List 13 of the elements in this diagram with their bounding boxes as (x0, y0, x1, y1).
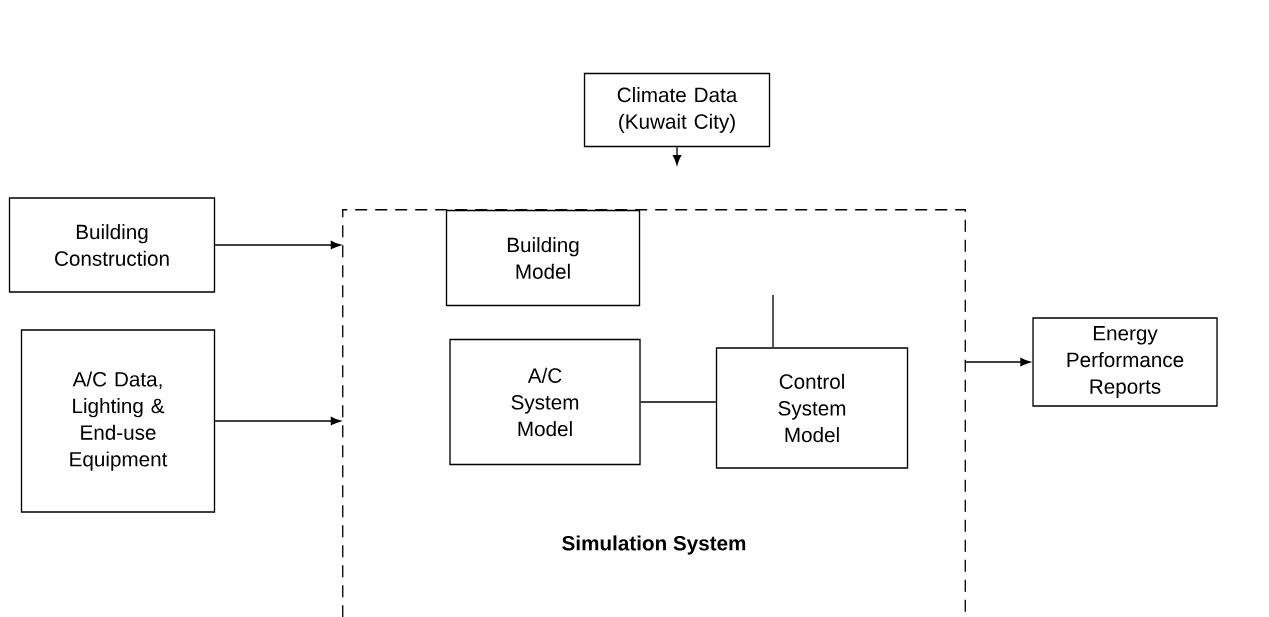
model-box: A/C System Model (449, 338, 641, 466)
model-box: Control System Model (715, 347, 909, 469)
model-box: Building Model (445, 209, 641, 307)
arrow (214, 416, 341, 426)
connector-line (640, 401, 717, 403)
arrow (214, 240, 341, 250)
input-box: Building Construction (8, 197, 216, 293)
arrow (964, 357, 1031, 367)
text-box: Climate Data (Kuwait City) (583, 72, 771, 148)
arrow (672, 146, 682, 165)
output-box: Energy Performance Reports (1032, 317, 1218, 407)
input-box: A/C Data, Lighting & End-use Equipment (20, 329, 216, 513)
connector-line (772, 294, 774, 348)
